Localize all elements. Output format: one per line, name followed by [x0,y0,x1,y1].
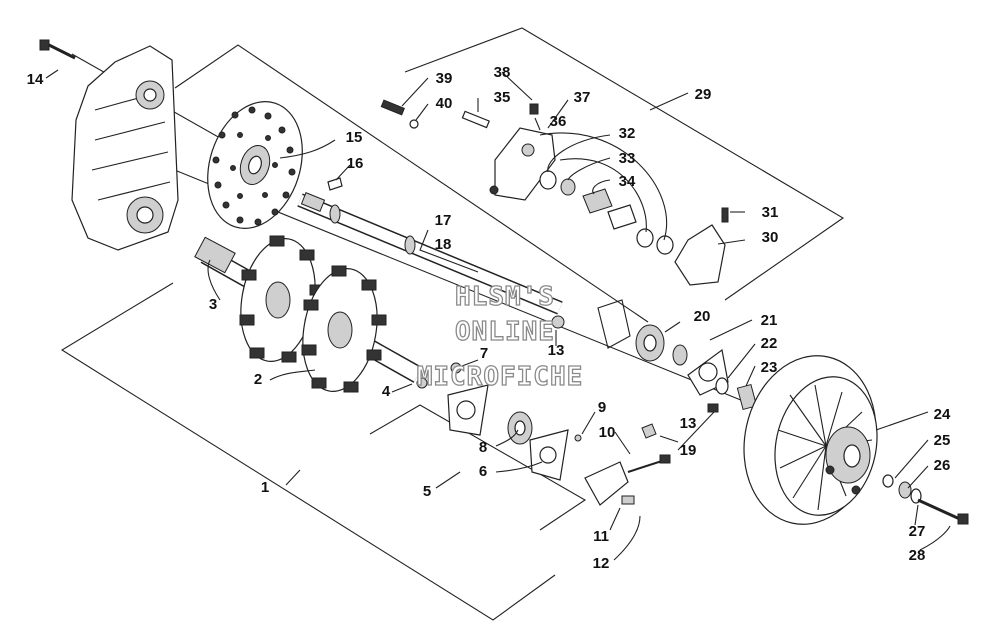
washer-26 [898,481,912,499]
callout-28: 28 [909,547,926,564]
nut-13-lower [641,423,657,439]
callout-39: 39 [436,70,453,87]
callout-13-upper: 13 [548,342,565,359]
callout-19: 19 [680,442,697,459]
flange-hole [456,400,476,420]
washer-25 [882,474,894,488]
part-11 [621,495,635,505]
callout-34: 34 [619,173,636,190]
callout-24: 24 [934,406,951,423]
driven-pulley [743,355,878,525]
callout-3: 3 [209,296,217,313]
brake-pad-34b [607,204,637,230]
callout-20: 20 [694,308,711,325]
callout-14: 14 [27,71,44,88]
housing-outline [597,299,631,349]
group-bracket-shaft [174,44,649,323]
ring-33 [560,178,576,196]
part-4 [416,377,428,389]
callout-15: 15 [346,129,363,146]
callout-1: 1 [261,479,269,496]
callout-26: 26 [934,457,951,474]
speed-sensor-bracket [584,461,629,506]
callout-5: 5 [423,483,431,500]
callout-2: 2 [254,371,262,388]
flange-hole-2 [539,446,557,464]
part-7 [450,362,462,374]
callout-35: 35 [494,89,511,106]
callout-7: 7 [480,345,488,362]
group-bracket-1 [60,282,556,621]
callout-labels: 1 2 3 4 5 6 7 8 9 10 11 12 13 13 14 15 1… [27,64,951,572]
leader-lines [45,69,951,561]
nut-13-upper [551,315,565,329]
callout-22: 22 [761,335,778,352]
callout-17: 17 [435,212,452,229]
washer-22 [715,377,729,395]
track-sprocket-right [301,265,387,393]
callout-40: 40 [436,95,453,112]
seal-32 [656,235,674,255]
gear-case-housing [71,45,179,251]
bolt-14 [39,39,76,60]
brake-caliper [380,99,556,201]
callout-12: 12 [593,555,610,572]
brake-disc [207,101,303,229]
group-bracket-5 [369,404,587,531]
callout-11: 11 [593,528,609,545]
watermark-line-3: MICROFICHE [417,362,584,392]
collar-20 [672,344,688,366]
bolt-19 [707,403,719,413]
callout-9: 9 [598,399,606,416]
callout-23: 23 [761,359,778,376]
callout-37: 37 [574,89,591,106]
key-16 [327,177,343,191]
callout-27: 27 [909,523,926,540]
group-bracket-29 [404,27,845,301]
callout-29: 29 [695,86,712,103]
bearing-20-inner [643,334,657,352]
callout-30: 30 [762,229,779,246]
callout-10: 10 [599,424,616,441]
callout-18: 18 [435,236,452,253]
callout-4: 4 [382,383,391,400]
piston-33 [636,228,654,248]
callout-25: 25 [934,432,951,449]
callout-38: 38 [494,64,511,81]
part-9 [574,434,582,442]
callout-6: 6 [479,463,487,480]
watermark-line-1: HLSM'S [455,282,555,312]
callout-36: 36 [550,113,567,130]
callout-32: 32 [619,125,636,142]
brake-pad-34 [582,188,613,214]
callout-8: 8 [479,439,487,456]
spacer-23 [736,383,758,411]
watermark: HLSM'S ONLINE MICROFICHE [416,281,584,392]
callout-13-lower: 13 [680,415,697,432]
ring-32 [539,170,557,190]
caliper-half-30 [674,224,726,286]
callout-16: 16 [347,155,364,172]
callout-21: 21 [761,312,778,329]
sensor-connector [659,454,671,464]
callout-31: 31 [762,204,779,221]
bolt-28 [917,498,969,525]
flange-21-hole [698,362,718,382]
bleeder-31 [721,207,729,223]
callout-33: 33 [619,150,636,167]
watermark-line-2: ONLINE [455,317,555,347]
